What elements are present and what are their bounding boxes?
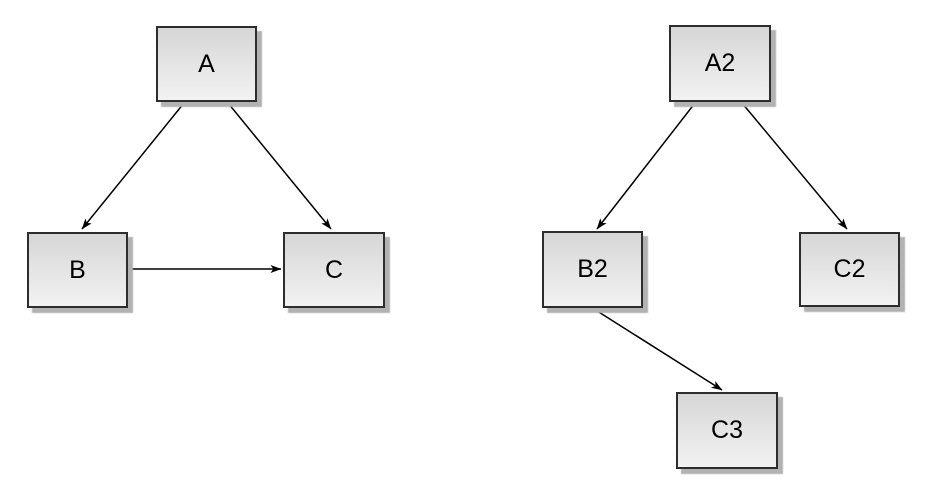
node-label-C3: C3: [711, 416, 743, 444]
node-A: A: [156, 26, 257, 102]
edge-A2-to-B2: [596, 102, 696, 230]
node-label-B: B: [69, 255, 86, 284]
node-label-A2: A2: [704, 49, 736, 77]
node-C3: C3: [676, 392, 778, 469]
node-label-C2: C2: [833, 255, 866, 283]
node-label-C: C: [324, 255, 344, 284]
edge-A2-to-C2: [741, 102, 848, 230]
node-B: B: [27, 232, 128, 308]
node-C2: C2: [799, 232, 900, 307]
edge-A-to-C: [227, 102, 332, 230]
node-label-A: A: [198, 49, 215, 78]
node-B2: B2: [542, 231, 643, 308]
edge-B2-to-C3: [593, 308, 723, 391]
node-C: C: [283, 232, 385, 308]
edge-A-to-B: [81, 102, 185, 230]
node-label-B2: B2: [577, 255, 608, 283]
node-A2: A2: [669, 25, 771, 102]
